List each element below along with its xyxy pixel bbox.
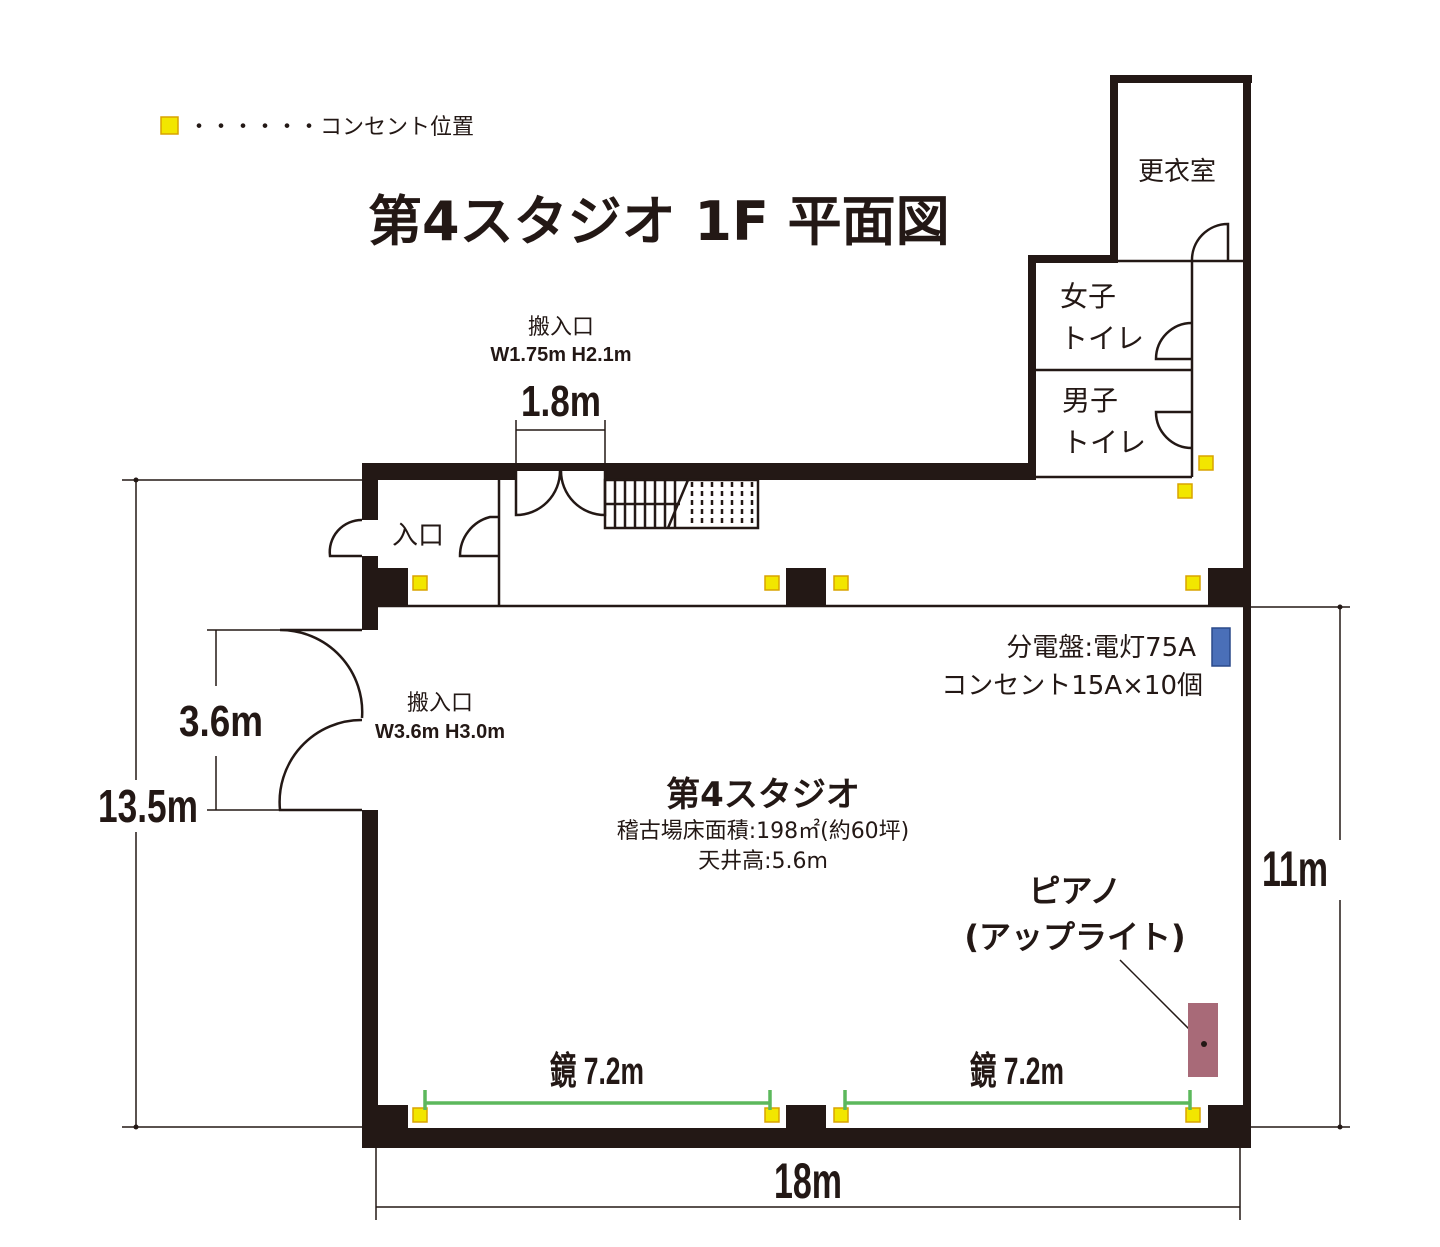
interior-walls bbox=[378, 259, 1243, 608]
legend-label: ・・・・・・コンセント位置 bbox=[188, 115, 474, 140]
panel-line1: 分電盤:電灯75A bbox=[1006, 633, 1196, 663]
ceiling-height: 天井高:5.6m bbox=[698, 849, 828, 874]
outlet-icon bbox=[412, 1107, 428, 1123]
loading-door-top-width: 1.8m bbox=[521, 377, 601, 426]
piano-label: ピアノ bbox=[1028, 872, 1121, 910]
dimension-line-door-left bbox=[207, 629, 280, 811]
room-changing: 更衣室 bbox=[1138, 157, 1216, 187]
dimension-line-door-top bbox=[515, 420, 606, 463]
dimension-line-width bbox=[375, 1148, 1241, 1220]
room-womens-toilet-2: トイレ bbox=[1060, 322, 1144, 355]
walls bbox=[362, 75, 1252, 1148]
outlet-icon bbox=[833, 575, 849, 591]
outlet-icon bbox=[1185, 575, 1201, 591]
piano-sublabel: (アップライト) bbox=[964, 918, 1185, 956]
room-mens-toilet-2: トイレ bbox=[1062, 426, 1146, 459]
room-entrance: 入口 bbox=[392, 521, 444, 551]
stairs bbox=[603, 478, 760, 530]
outlet-icon bbox=[1177, 483, 1193, 499]
loading-door-left-width: 3.6m bbox=[179, 697, 263, 746]
loading-door-left-label: 搬入口 bbox=[407, 691, 473, 716]
mirror-label-right: 鏡 7.2m bbox=[970, 1051, 1064, 1093]
outlet-icon bbox=[1198, 455, 1214, 471]
dimension-line-depth-studio bbox=[1251, 606, 1350, 1128]
studio-name: 第4スタジオ bbox=[666, 775, 860, 815]
dimension-line-depth-total bbox=[122, 479, 362, 1128]
mirrors bbox=[423, 1090, 1192, 1110]
piano-icon bbox=[1188, 1003, 1218, 1077]
mirror-label-left: 鏡 7.2m bbox=[550, 1051, 644, 1093]
page-title: 第4スタジオ 1F 平面図 bbox=[368, 190, 950, 253]
loading-door-top-label: 搬入口 bbox=[528, 315, 594, 340]
legend-outlet-swatch bbox=[160, 116, 179, 135]
outlet-icon bbox=[833, 1107, 849, 1123]
panel-line2: コンセント15A×10個 bbox=[941, 671, 1203, 701]
outlet-icon bbox=[1185, 1107, 1201, 1123]
loading-door-top-size: W1.75m H2.1m bbox=[490, 344, 631, 366]
dimension-depth-total: 13.5m bbox=[98, 780, 198, 832]
loading-door-left-size: W3.6m H3.0m bbox=[375, 721, 505, 743]
door-swings bbox=[278, 222, 1230, 812]
studio-area: 稽古場床面積:198㎡(約60坪) bbox=[617, 818, 910, 844]
dimension-depth-studio: 11m bbox=[1262, 841, 1328, 897]
outlet-icon bbox=[764, 575, 780, 591]
outlet-icon bbox=[764, 1107, 780, 1123]
piano-leader-dot bbox=[1201, 1041, 1207, 1047]
outlet-icon bbox=[412, 575, 428, 591]
room-mens-toilet-1: 男子 bbox=[1062, 384, 1118, 417]
outlets bbox=[412, 455, 1214, 1123]
electrical-panel-icon bbox=[1211, 627, 1231, 667]
room-womens-toilet-1: 女子 bbox=[1060, 280, 1116, 313]
dimension-width: 18m bbox=[774, 1153, 842, 1209]
